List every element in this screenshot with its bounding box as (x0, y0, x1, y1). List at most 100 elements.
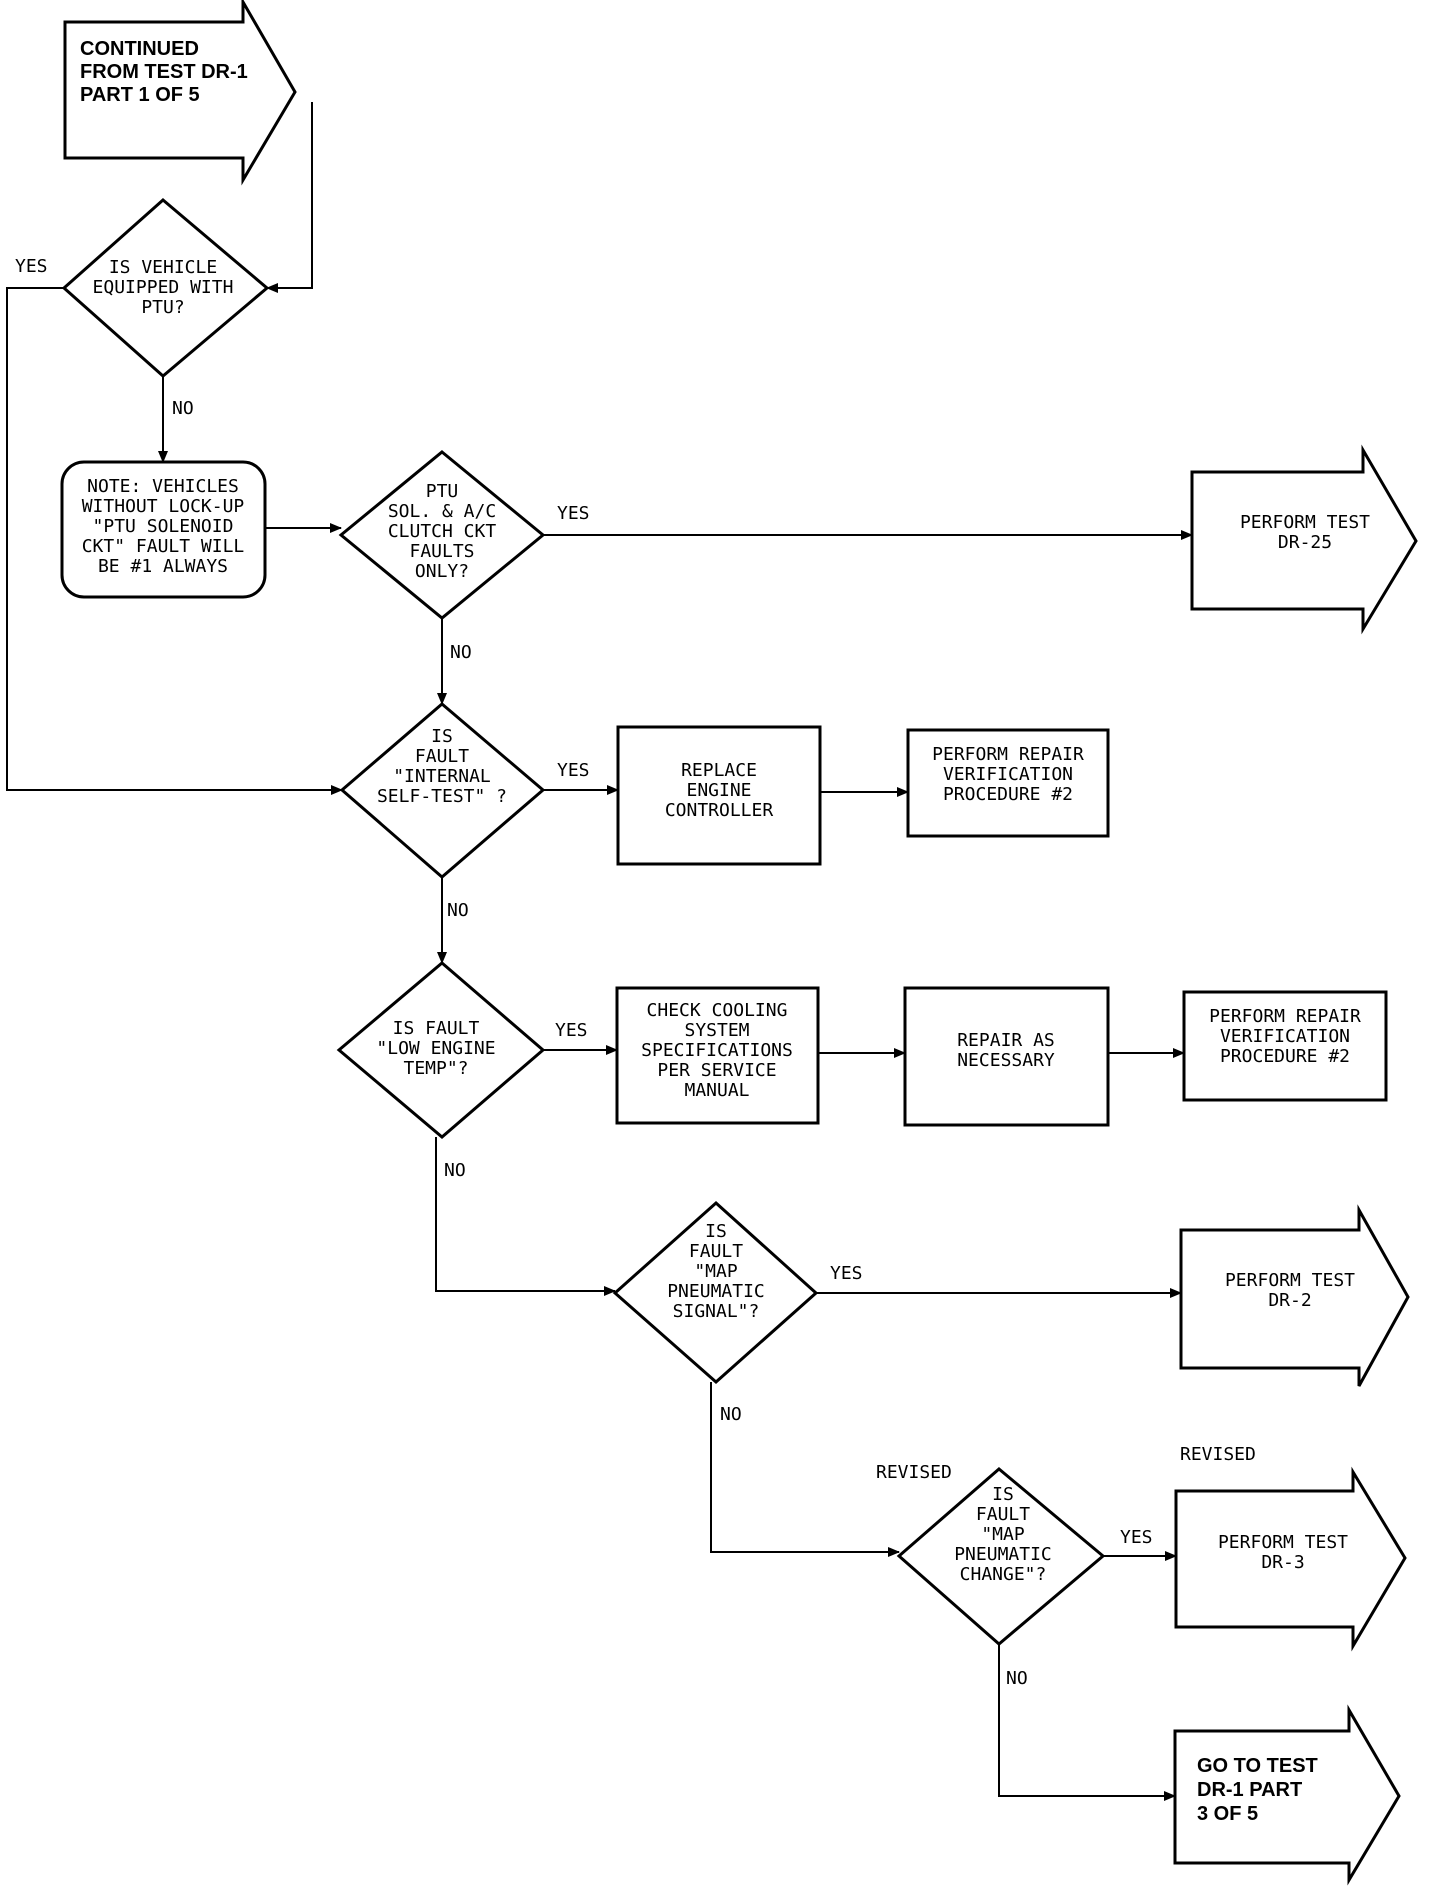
q-internal-line-1: IS (431, 726, 453, 747)
note-line-3: "PTU SOLENOID (93, 516, 234, 537)
start-node-text: CONTINUED FROM TEST DR-1 PART 1 OF 5 (80, 38, 248, 106)
repair-line-2: NECESSARY (957, 1050, 1055, 1071)
start-line-1: CONTINUED (80, 38, 199, 60)
q-internal-line-3: "INTERNAL (393, 766, 491, 787)
verify2-text: PERFORM REPAIR VERIFICATION PROCEDURE #2 (1209, 1006, 1361, 1067)
label-q-map-change-yes: YES (1120, 1527, 1153, 1548)
q-ptu-sol-diamond (338, 450, 546, 620)
repair-box (903, 986, 1110, 1127)
annotations: REVISED REVISED (876, 1444, 1256, 1483)
q-ptu-sol-line-3: CLUTCH CKT (388, 521, 497, 542)
verify1-line-2: VERIFICATION (943, 764, 1073, 785)
replace-controller-text: REPLACE ENGINE CONTROLLER (665, 760, 774, 821)
replace-line-3: CONTROLLER (665, 800, 774, 821)
q-map-signal-text: IS FAULT "MAP PNEUMATIC SIGNAL"? (667, 1221, 765, 1322)
q-low-temp-line-3: TEMP"? (403, 1058, 468, 1079)
q-ptu-line-3: PTU? (141, 297, 184, 318)
edge-q-ptu-yes (6, 287, 343, 795)
label-q-ptu-sol-no: NO (450, 642, 472, 663)
q-map-signal-line-2: FAULT (689, 1241, 743, 1262)
q-ptu-sol-line-1: PTU (426, 481, 459, 502)
q-low-temp-line-1: IS FAULT (393, 1018, 480, 1039)
note-line-2: WITHOUT LOCK-UP (82, 496, 245, 517)
replace-controller-box (616, 725, 822, 866)
label-q-ptu-no: NO (172, 398, 194, 419)
verify1-line-1: PERFORM REPAIR (932, 744, 1084, 765)
q-ptu-sol-line-4: FAULTS (409, 541, 474, 562)
q-ptu-line-1: IS VEHICLE (109, 257, 217, 278)
q-map-change-line-4: PNEUMATIC (954, 1544, 1052, 1565)
goto-line-1: GO TO TEST (1197, 1755, 1318, 1777)
q-map-change-line-5: CHANGE"? (960, 1564, 1047, 1585)
verify2-line-3: PROCEDURE #2 (1220, 1046, 1350, 1067)
edge-labels: YES NO YES NO YES NO YES NO YES NO YES N… (15, 256, 1153, 1689)
note-line-5: BE #1 ALWAYS (98, 556, 228, 577)
edge-start-to-q-ptu (266, 102, 313, 293)
dr25-line-1: PERFORM TEST (1240, 512, 1370, 533)
dr2-text: PERFORM TEST DR-2 (1225, 1270, 1355, 1311)
q-ptu-sol-text: PTU SOL. & A/C CLUTCH CKT FAULTS ONLY? (388, 481, 497, 582)
cooling-line-3: SPECIFICATIONS (641, 1040, 793, 1061)
label-q-map-change-no: NO (1006, 1668, 1028, 1689)
goto-text: GO TO TEST DR-1 PART 3 OF 5 (1197, 1755, 1318, 1825)
goto-line-3: 3 OF 5 (1197, 1803, 1258, 1825)
q-map-signal-line-3: "MAP (694, 1261, 738, 1282)
dr3-text: PERFORM TEST DR-3 (1218, 1532, 1348, 1573)
q-low-temp-diamond (336, 961, 546, 1139)
note-box (60, 460, 267, 599)
dr3-arrow-shape (1174, 1466, 1407, 1652)
replace-line-1: REPLACE (681, 760, 757, 781)
q-map-change-text: IS FAULT "MAP PNEUMATIC CHANGE"? (954, 1484, 1052, 1585)
label-q-internal-no: NO (447, 900, 469, 921)
label-q-internal-yes: YES (557, 760, 590, 781)
verify1-line-3: PROCEDURE #2 (943, 784, 1073, 805)
label-q-ptu-yes: YES (15, 256, 48, 277)
repair-text: REPAIR AS NECESSARY (957, 1030, 1055, 1071)
verify2-line-1: PERFORM REPAIR (1209, 1006, 1361, 1027)
cooling-line-1: CHECK COOLING (647, 1000, 788, 1021)
q-map-change-diamond (896, 1467, 1106, 1646)
cooling-line-2: SYSTEM (684, 1020, 749, 1041)
q-map-change-line-3: "MAP (981, 1524, 1025, 1545)
start-line-3: PART 1 OF 5 (80, 84, 200, 106)
q-internal-line-2: FAULT (415, 746, 469, 767)
goto-arrow-shape (1173, 1704, 1401, 1886)
q-low-temp-text: IS FAULT "LOW ENGINE TEMP"? (376, 1018, 495, 1079)
start-line-2: FROM TEST DR-1 (80, 61, 248, 83)
label-q-ptu-sol-yes: YES (557, 503, 590, 524)
dr2-arrow-shape (1179, 1204, 1410, 1387)
check-cooling-text: CHECK COOLING SYSTEM SPECIFICATIONS PER … (641, 1000, 793, 1101)
replace-line-2: ENGINE (686, 780, 751, 801)
dr2-line-1: PERFORM TEST (1225, 1270, 1355, 1291)
dr3-line-2: DR-3 (1261, 1552, 1304, 1573)
edge-q-low-temp-no (435, 1137, 616, 1296)
q-ptu-sol-line-5: ONLY? (415, 561, 469, 582)
q-map-change-line-1: IS (992, 1484, 1014, 1505)
label-q-map-signal-no: NO (720, 1404, 742, 1425)
q-ptu-sol-line-2: SOL. & A/C (388, 501, 496, 522)
note-line-4: CKT" FAULT WILL (82, 536, 245, 557)
verify2-box (1182, 990, 1388, 1102)
q-map-signal-line-5: SIGNAL"? (673, 1301, 760, 1322)
label-q-low-temp-no: NO (444, 1160, 466, 1181)
edge-q-map-signal-no (710, 1382, 900, 1557)
shapes (60, 0, 1418, 1886)
q-low-temp-line-2: "LOW ENGINE (376, 1038, 495, 1059)
connectors (6, 102, 1193, 1801)
q-map-change-line-2: FAULT (976, 1504, 1030, 1525)
verify1-box (906, 728, 1110, 838)
cooling-line-4: PER SERVICE (657, 1060, 776, 1081)
revised-annotation-dr3: REVISED (1180, 1444, 1256, 1465)
cooling-line-5: MANUAL (684, 1080, 749, 1101)
dr2-line-2: DR-2 (1268, 1290, 1311, 1311)
note-text: NOTE: VEHICLES WITHOUT LOCK-UP "PTU SOLE… (82, 476, 245, 577)
verify1-text: PERFORM REPAIR VERIFICATION PROCEDURE #2 (932, 744, 1084, 805)
q-internal-line-4: SELF-TEST" ? (377, 786, 507, 807)
repair-line-1: REPAIR AS (957, 1030, 1055, 1051)
q-ptu-text: IS VEHICLE EQUIPPED WITH PTU? (93, 257, 234, 318)
q-ptu-diamond (61, 198, 270, 378)
dr3-line-1: PERFORM TEST (1218, 1532, 1348, 1553)
verify2-line-2: VERIFICATION (1220, 1026, 1350, 1047)
q-ptu-line-2: EQUIPPED WITH (93, 277, 234, 298)
